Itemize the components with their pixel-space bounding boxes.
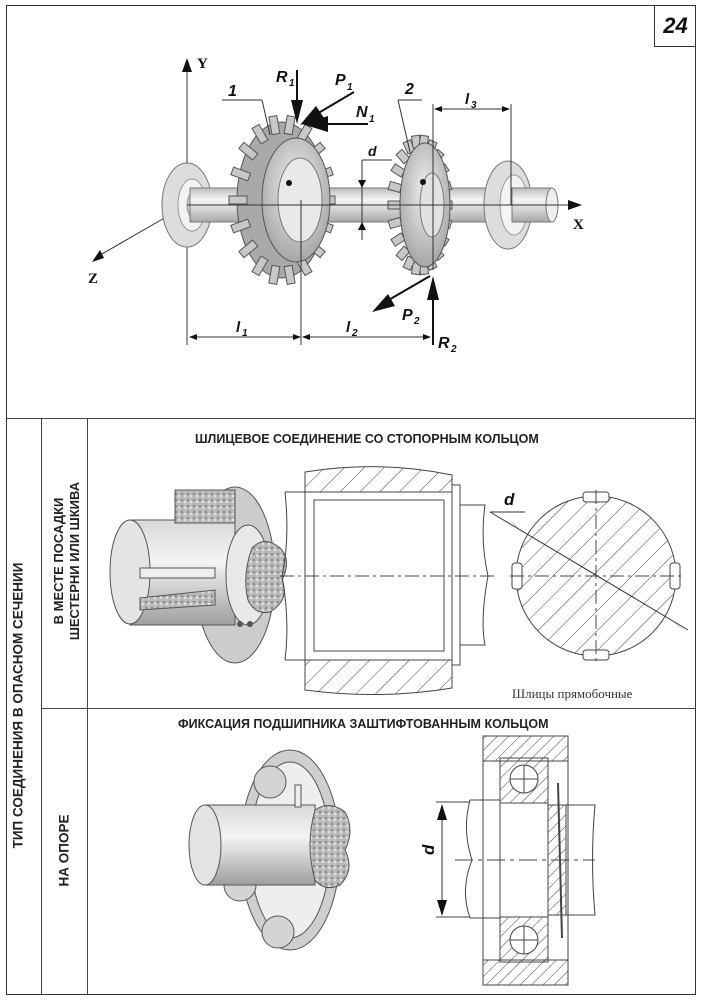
dimension-d: d [358,143,392,240]
row1-title: ШЛИЦЕВОЕ СОЕДИНЕНИЕ СО СТОПОРНЫМ КОЛЬЦОМ [195,432,539,446]
side-label-row1: В МЕСТЕ ПОСАДКИ ШЕСТЕРНИ ИЛИ ШКИВА [51,411,83,711]
side-label-row1-line2: ШЕСТЕРНИ ИЛИ ШКИВА [67,481,82,641]
svg-text:1: 1 [242,328,248,339]
gear-tooth [283,264,296,285]
dimension-l2: l 2 [302,319,431,340]
svg-text:1: 1 [347,82,353,93]
svg-text:1: 1 [228,83,237,100]
gear-tooth [230,218,252,234]
part-label-1: 1 [222,83,271,136]
gear-tooth [268,264,281,285]
svg-text:3: 3 [471,100,477,111]
gear-tooth [283,115,296,136]
side-label-main: ТИП СОЕДИНЕНИЯ В ОПАСНОМ СЕЧЕНИИ [10,562,26,849]
force-p2: P 2 [372,275,431,327]
y-axis-label: Y [197,56,208,72]
side-label-row2: НА ОПОРЕ [56,814,72,887]
dimension-l3: l 3 [432,91,512,270]
svg-text:R: R [276,69,288,86]
sheet-frame [6,5,696,995]
shaft-assembly-diagram: Y Z X 1 [88,56,584,355]
gear-tooth [251,255,269,277]
gear-tooth [230,166,252,182]
x-axis-label: X [573,217,584,233]
svg-text:P: P [335,72,346,89]
svg-text:N: N [356,104,368,121]
page-number: 24 [654,5,696,47]
svg-text:1: 1 [289,78,295,89]
svg-text:2: 2 [351,328,358,339]
row2-title: ФИКСАЦИЯ ПОДШИПНИКА ЗАШТИФТОВАННЫМ КОЛЬЦ… [178,717,549,731]
y-axis-arrow-icon [182,58,192,72]
svg-text:l: l [346,319,351,336]
column-divider-1 [41,418,42,995]
row-divider [42,708,696,709]
side-label-row1-line1: В МЕСТЕ ПОСАДКИ [51,497,66,625]
gear-tooth [268,115,281,136]
dimension-l1: l 1 [189,200,302,345]
column-divider-2 [87,418,88,995]
force-n1: N 1 [302,104,375,132]
z-axis-arrow-icon [92,250,104,262]
svg-text:R: R [438,335,450,352]
force-p1: P 1 [300,72,355,125]
force-r2: R 2 [427,276,457,355]
svg-text:2: 2 [413,316,420,327]
svg-text:l: l [465,91,470,108]
bevel-gear-1 [228,115,336,285]
row1-caption: Шлицы прямобочные [512,686,633,701]
x-axis: X [187,200,584,233]
section-divider [6,418,696,419]
svg-text:2: 2 [404,81,414,98]
svg-text:P: P [402,307,413,324]
gear-tooth [228,195,248,205]
svg-text:2: 2 [450,344,457,355]
gear-tooth [251,123,269,145]
svg-text:1: 1 [369,114,375,125]
gear-tooth [238,239,259,259]
svg-text:l: l [236,319,241,336]
x-axis-arrow-icon [568,200,582,210]
svg-text:d: d [368,143,377,159]
gear-tooth [238,141,259,161]
force-r1: R 1 [276,69,303,124]
part-label-2: 2 [397,81,422,153]
z-axis-label: Z [88,271,98,287]
